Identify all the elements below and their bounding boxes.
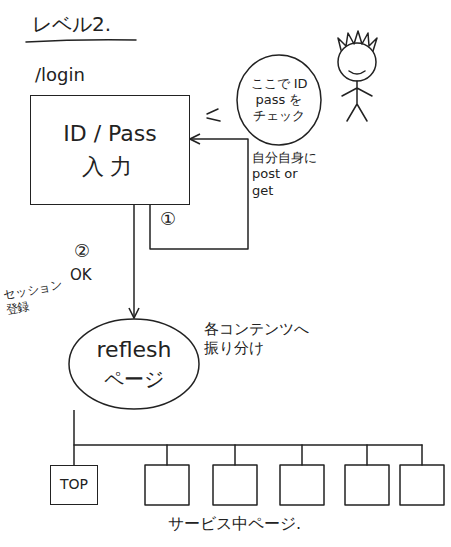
bubble-text: ここで ID pass を チェック xyxy=(248,76,310,125)
box-text: ID / Pass xyxy=(63,120,157,148)
service-box xyxy=(213,465,257,505)
box-text: TOP xyxy=(60,476,88,494)
service-box xyxy=(400,465,444,505)
bubble-pointer xyxy=(207,109,220,121)
figure-head xyxy=(338,43,376,81)
box-text: 入力 xyxy=(82,153,138,181)
note-text: OK xyxy=(70,266,110,285)
flow-arrow xyxy=(73,410,75,465)
note-text: 各コンテンツへ 振り分け xyxy=(204,320,314,358)
speech-bubble: ここで ID pass を チェック xyxy=(236,54,322,146)
note-text: セッション 登録 xyxy=(2,277,72,318)
figure-hair xyxy=(338,31,377,51)
circle-text: ページ xyxy=(104,367,164,392)
node-outline xyxy=(69,319,199,409)
page-circle: reflesh ページ xyxy=(68,318,200,410)
service-box: TOP xyxy=(50,465,98,505)
circle-text: reflesh xyxy=(97,336,172,364)
figure-body xyxy=(342,81,372,121)
flow-arrow xyxy=(150,139,248,249)
url-heading: /login xyxy=(35,64,85,87)
node-outline xyxy=(237,55,321,145)
process-box: /loginID / Pass入力 xyxy=(30,95,190,205)
diagram-title: レベル2. xyxy=(32,12,111,37)
node-outline xyxy=(68,318,200,410)
figure-mouth xyxy=(349,71,365,74)
flow-arrow xyxy=(133,205,135,318)
tree-drop xyxy=(167,445,422,465)
service-box xyxy=(280,465,324,505)
tree-bar xyxy=(74,444,422,446)
title-underline xyxy=(26,40,136,42)
note-text: 自分自身に post or get xyxy=(252,150,322,199)
callout-number: ① xyxy=(160,208,176,231)
diagram-caption: サービス中ページ. xyxy=(168,514,301,534)
service-box xyxy=(145,465,189,505)
callout-number: ② xyxy=(74,240,90,263)
service-box xyxy=(345,465,389,505)
